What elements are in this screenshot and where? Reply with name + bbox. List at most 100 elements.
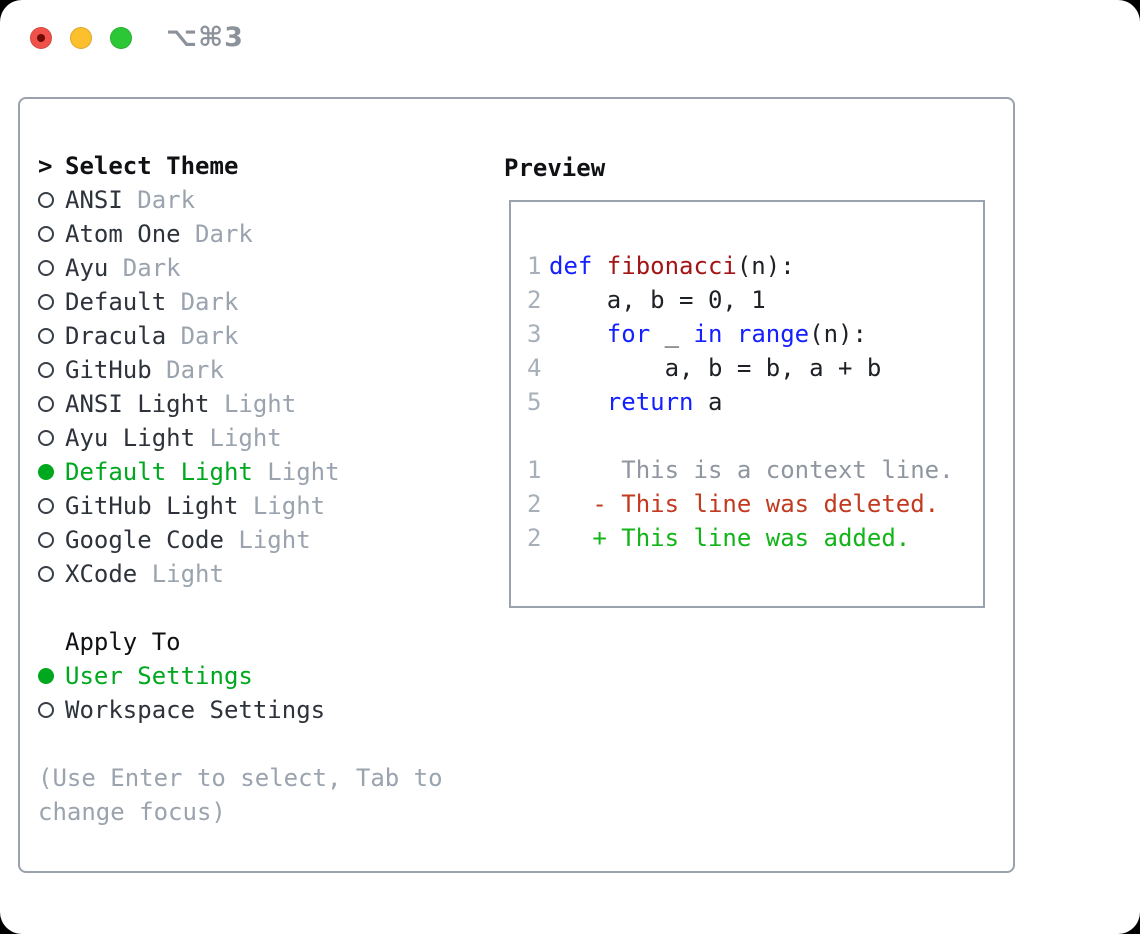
theme-name: Atom One [65, 220, 196, 248]
code-segment-code_plain [549, 388, 607, 416]
theme-option-github-light-light[interactable]: GitHub Light Light [38, 489, 488, 523]
spacer-row [38, 727, 488, 761]
theme-variant-tag: Light [238, 526, 311, 554]
line-number: 1 [527, 456, 542, 484]
code-segment-code_plain: a, b = 0, 1 [549, 286, 766, 314]
code-segment-code_plain: _ [650, 320, 694, 348]
radio-icon [38, 362, 65, 378]
preview-line: 1 This is a context line. [527, 453, 983, 487]
hint-line-1: (Use Enter to select, Tab to [38, 764, 443, 792]
keyboard-shortcut-label: ⌥⌘3 [166, 22, 244, 53]
radio-icon [38, 260, 65, 276]
preview-line: 2 + This line was added. [527, 521, 983, 555]
code-segment-code_plain: a [693, 388, 723, 416]
theme-option-default-dark[interactable]: Default Dark [38, 285, 488, 319]
line-number: 3 [527, 320, 542, 348]
theme-variant-tag: Light [267, 458, 340, 486]
theme-variant-tag: Dark [166, 356, 224, 384]
radio-selected-icon [38, 668, 65, 684]
close-button[interactable] [30, 27, 52, 49]
apply-option-user-settings[interactable]: User Settings [38, 659, 488, 693]
apply-option-label: Workspace Settings [65, 696, 326, 724]
line-number: 1 [527, 252, 542, 280]
preview-line [527, 419, 983, 453]
zoom-button[interactable] [110, 27, 132, 49]
theme-variant-tag: Light [223, 390, 297, 418]
radio-icon [38, 396, 65, 412]
line-number: 5 [527, 388, 542, 416]
code-segment-code_plain: (n): [809, 320, 867, 348]
theme-option-xcode-light[interactable]: XCode Light [38, 557, 488, 591]
code-segment-code_plain: (n): [736, 252, 795, 280]
apply-to-header-row: Apply To [38, 625, 488, 659]
code-segment-keyword: return [606, 388, 694, 416]
theme-option-github-dark[interactable]: GitHub Dark [38, 353, 488, 387]
preview-line: 5 return a [527, 385, 983, 419]
select-theme-header-row: > Select Theme [38, 149, 488, 183]
theme-name: ANSI Light [65, 390, 224, 418]
code-segment-function: fibonacci [606, 252, 737, 280]
preview-line: 3 for _ in range(n): [527, 317, 983, 351]
line-number: 2 [527, 524, 542, 552]
theme-option-ayu-dark[interactable]: Ayu Dark [38, 251, 488, 285]
theme-option-ayu-light-light[interactable]: Ayu Light Light [38, 421, 488, 455]
preview-title: Preview [504, 154, 606, 182]
theme-name: ANSI [65, 186, 138, 214]
theme-variant-tag: Light [151, 560, 224, 588]
minimize-button[interactable] [70, 27, 92, 49]
code-segment-diff_deleted: - This line was deleted. [549, 490, 940, 518]
theme-variant-tag: Light [209, 424, 282, 452]
theme-option-google-code-light[interactable]: Google Code Light [38, 523, 488, 557]
code-segment-code_plain [722, 320, 736, 348]
theme-name: XCode [65, 560, 152, 588]
spacer-row [38, 591, 488, 625]
theme-name: Ayu Light [65, 424, 210, 452]
radio-icon [38, 294, 65, 310]
theme-name: Ayu [65, 254, 123, 282]
code-segment-diff_added: + This line was added. [549, 524, 911, 552]
code-segment-keyword: for [606, 320, 651, 348]
theme-variant-tag: Dark [180, 288, 239, 316]
theme-option-default-light-light[interactable]: Default Light Light [38, 455, 488, 489]
theme-option-ansi-light-light[interactable]: ANSI Light Light [38, 387, 488, 421]
radio-icon [38, 226, 65, 242]
preview-line: 2 - This line was deleted. [527, 487, 983, 521]
code-segment-code_plain: a, b = b, a + b [549, 354, 882, 382]
radio-icon [38, 566, 65, 582]
theme-name: GitHub [65, 356, 167, 384]
theme-variant-tag: Dark [195, 220, 253, 248]
line-number: 2 [527, 286, 542, 314]
apply-option-label: User Settings [65, 662, 253, 690]
radio-icon [38, 192, 65, 208]
line-number: 4 [527, 354, 542, 382]
line-number: 2 [527, 490, 542, 518]
code-segment-keyword: range [736, 320, 810, 348]
theme-option-dracula-dark[interactable]: Dracula Dark [38, 319, 488, 353]
apply-to-title: Apply To [65, 628, 181, 656]
theme-variant-tag: Dark [180, 322, 239, 350]
apply-option-workspace-settings[interactable]: Workspace Settings [38, 693, 488, 727]
theme-option-atom-one-dark[interactable]: Atom One Dark [38, 217, 488, 251]
theme-variant-tag: Light [252, 492, 326, 520]
theme-name: GitHub Light [65, 492, 253, 520]
select-theme-title: Select Theme [65, 152, 239, 180]
theme-name: Default Light [65, 458, 268, 486]
code-segment-keyword: def [549, 252, 607, 280]
selection-cursor: > [38, 152, 53, 180]
theme-name: Default [65, 288, 181, 316]
code-segment-code_plain [549, 320, 607, 348]
radio-icon [38, 532, 65, 548]
theme-option-ansi-dark[interactable]: ANSI Dark [38, 183, 488, 217]
radio-icon [38, 498, 65, 514]
preview-line: 4 a, b = b, a + b [527, 351, 983, 385]
radio-icon [38, 430, 65, 446]
radio-selected-icon [38, 464, 65, 480]
